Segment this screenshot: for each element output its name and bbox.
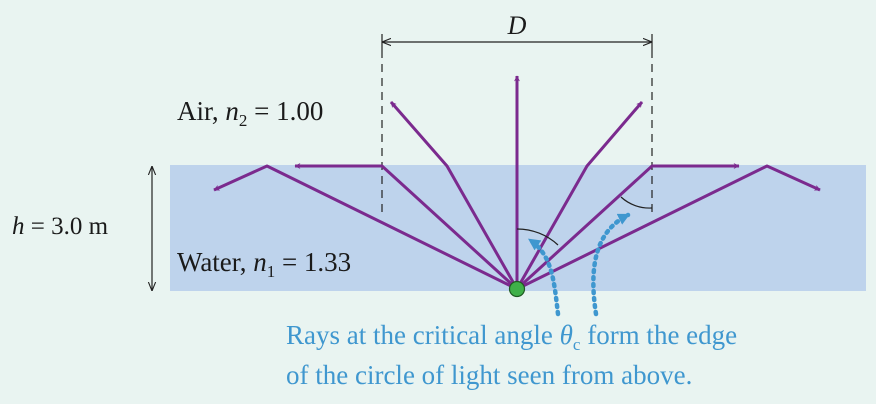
angle-arc-center: [516, 228, 559, 246]
air-label: Air, n2 = 1.00: [177, 96, 323, 130]
ray-refracted-left: [389, 101, 519, 290]
angle-arcs: [516, 196, 653, 246]
ray-critical-right: [515, 163, 740, 291]
light-source-icon: [508, 280, 526, 298]
ray-critical-left: [294, 163, 519, 291]
annotation-arrows: [527, 212, 631, 317]
annotation-arrow-critical: [591, 212, 631, 317]
rays: [213, 75, 821, 291]
caption-line-2: of the circle of light seen from above.: [286, 360, 692, 390]
angle-arc-critical: [620, 196, 653, 209]
d-label: D: [507, 11, 527, 40]
annotation-arrow-center: [527, 237, 561, 317]
h-label: h = 3.0 m: [12, 213, 109, 240]
water-label: Water, n1 = 1.33: [177, 247, 351, 281]
ray-reflected-right: [516, 164, 821, 291]
ray-reflected-left: [213, 164, 518, 291]
caption-line-1: Rays at the critical angle θc form the e…: [286, 320, 737, 354]
d-dimension: [381, 34, 653, 214]
